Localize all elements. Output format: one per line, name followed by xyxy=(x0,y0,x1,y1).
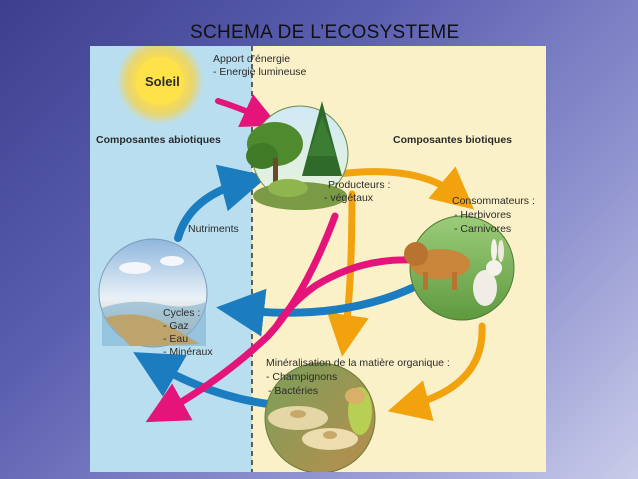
consumers-image xyxy=(404,215,515,321)
abiotic-heading: Composantes abiotiques xyxy=(96,134,221,146)
producers-to-mineralisation-arrow xyxy=(327,190,369,357)
sun-icon xyxy=(116,46,204,125)
mineralisation-image xyxy=(264,362,376,472)
consumers-label-line1: Consommateurs : xyxy=(452,195,535,207)
consumers-label-line3: - Carnivores xyxy=(454,223,511,235)
energy-label-line1: Apport d’énergie xyxy=(213,53,290,65)
mineralisation-label-line3: - Bactéries xyxy=(268,385,318,397)
cycles-label-line2: - Gaz xyxy=(163,320,189,332)
producers-to-consumers-arrow xyxy=(334,166,475,210)
producers-label-line1: Producteurs : xyxy=(328,179,390,191)
mineralisation-to-cycles-arrow xyxy=(133,352,272,408)
cycles-image xyxy=(98,238,208,348)
consumers-to-mineralisation-arrow xyxy=(387,322,486,422)
producers-label-line2: - végétaux xyxy=(324,192,374,204)
cycles-label-line4: - Minéraux xyxy=(163,346,213,358)
mineralisation-label-line2: - Champignons xyxy=(266,371,337,383)
slide-title: SCHEMA DE L’ECOSYSTEME xyxy=(190,22,460,43)
consumers-label-line2: - Herbivores xyxy=(454,209,511,221)
energy-label-line2: - Energie lumineuse xyxy=(213,66,307,78)
cycles-label-line3: - Eau xyxy=(163,333,188,345)
consumers-gas-arrow xyxy=(274,256,416,328)
biotic-heading: Composantes biotiques xyxy=(393,134,512,146)
cycles-label-line1: Cycles : xyxy=(163,307,200,319)
nutrients-arrow xyxy=(174,164,269,242)
producers-gas-arrow xyxy=(145,212,339,423)
sun-label: Soleil xyxy=(145,74,180,89)
mineralisation-label-line1: Minéralisation de la matière organique : xyxy=(266,357,450,369)
producers-image xyxy=(246,101,349,210)
nutrients-label: Nutriments xyxy=(188,223,239,235)
flow-arrows xyxy=(133,94,486,423)
energy-arrow xyxy=(215,94,279,127)
ecosystem-diagram: Soleil Apport d’énergie - Energie lumine… xyxy=(90,46,546,472)
consumers-to-cycles-arrow xyxy=(216,284,416,337)
